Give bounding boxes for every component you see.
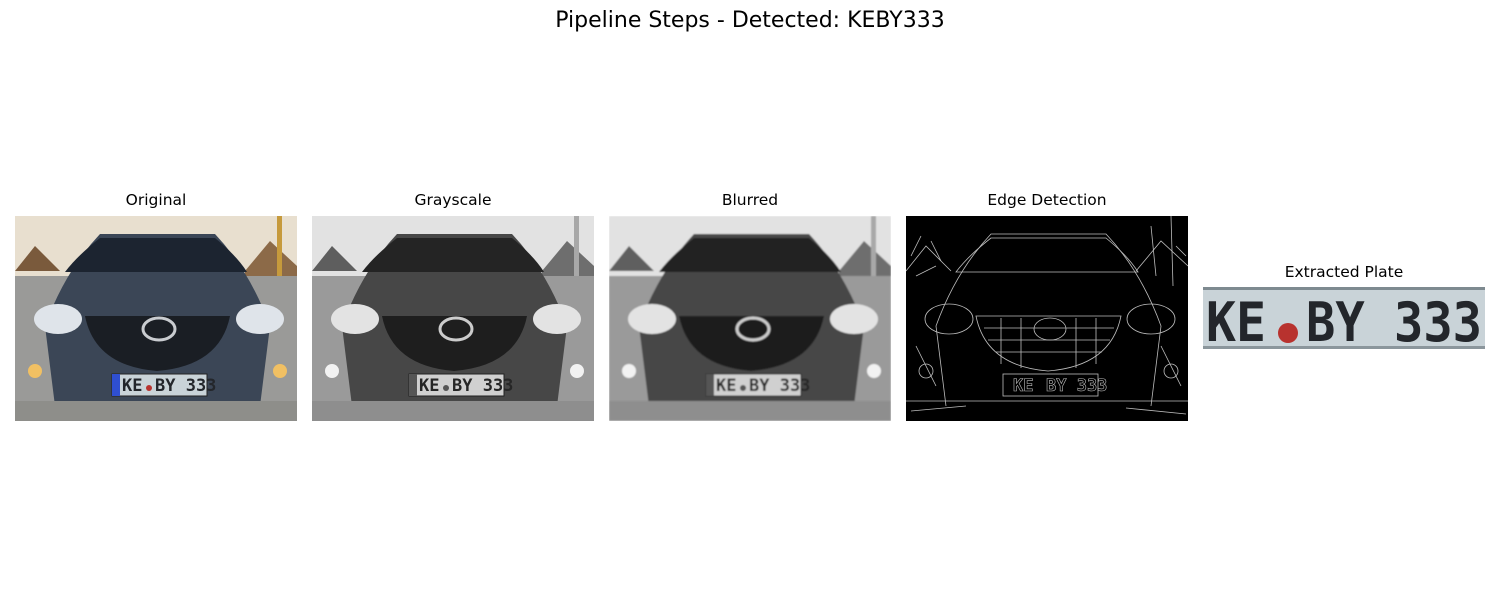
panel-title-extracted-plate: Extracted Plate <box>1284 263 1404 281</box>
panel-blurred: Blurred KE <box>609 191 891 421</box>
svg-text:KE: KE <box>716 376 736 396</box>
plate-seal-icon <box>1278 323 1298 343</box>
panel-edge-detection: Edge Detection <box>906 191 1188 421</box>
svg-text:BY 333: BY 333 <box>1046 376 1107 396</box>
svg-text:BY 333: BY 333 <box>452 376 513 396</box>
panel-grayscale: Grayscale KE BY 333 <box>312 191 594 421</box>
figure-title: Pipeline Steps - Detected: KEBY333 <box>555 8 945 33</box>
blurred-car-image: KE BY 333 <box>609 216 891 421</box>
panel-title-original: Original <box>125 191 187 209</box>
svg-text:BY 333: BY 333 <box>155 376 216 396</box>
panel-title-edge-detection: Edge Detection <box>987 191 1107 209</box>
panel-extracted-plate: Extracted Plate KE BY 333 <box>1203 263 1485 350</box>
svg-text:KE: KE <box>1013 376 1033 396</box>
panel-title-grayscale: Grayscale <box>414 191 492 209</box>
grayscale-car-image: KE BY 333 <box>312 216 594 421</box>
panel-title-blurred: Blurred <box>721 191 779 209</box>
extracted-plate-image: KE BY 333 <box>1203 287 1485 349</box>
plate-text-left: KE <box>1206 291 1266 349</box>
plate-text-right: BY 333 <box>1306 291 1482 349</box>
svg-text:BY 333: BY 333 <box>749 376 810 396</box>
svg-text:KE: KE <box>419 376 439 396</box>
edge-detection-image: KE BY 333 <box>906 216 1188 421</box>
panel-original: Original KE BY 333 <box>15 191 297 421</box>
original-car-image: KE BY 333 <box>15 216 297 421</box>
svg-text:KE: KE <box>122 376 142 396</box>
